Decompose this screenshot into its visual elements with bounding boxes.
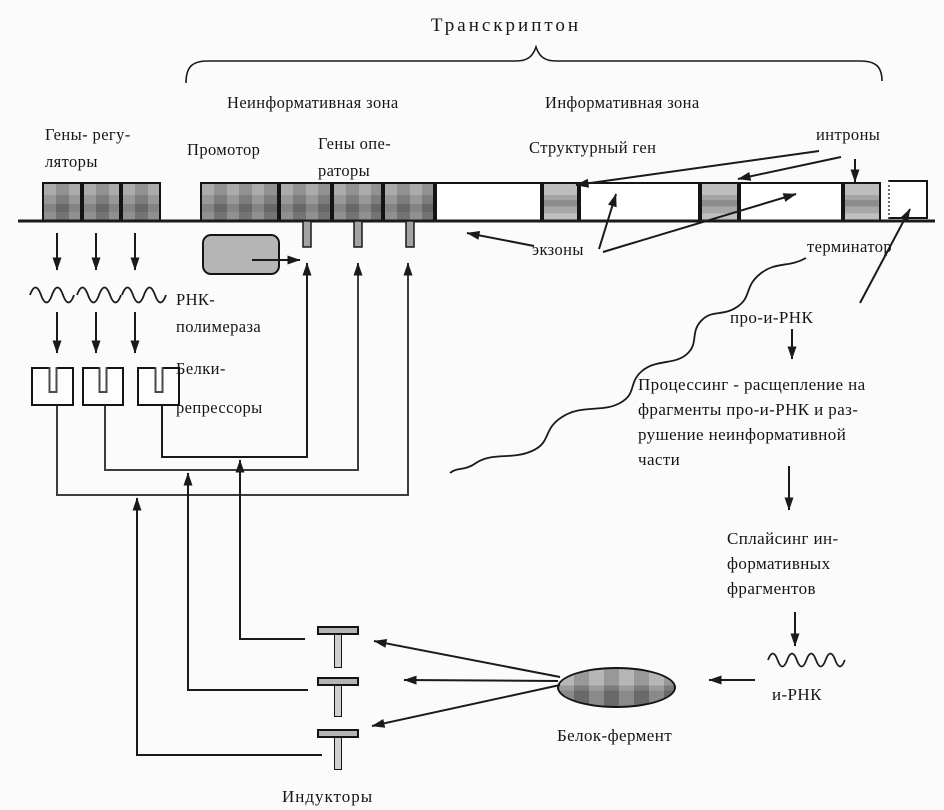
promoter-label: Промотор (187, 140, 261, 159)
exons-label: экзоны (532, 240, 584, 259)
intron-block-2 (700, 182, 739, 222)
diagram-title: Транскриптон (430, 15, 582, 36)
splicing-label: Сплайсинг ин- формативных фрагментов (727, 526, 839, 601)
operator-tick-2 (354, 221, 362, 247)
splicing-label-line2: формативных (727, 554, 831, 573)
operator-gene-block-1 (279, 182, 332, 222)
rna-polymerase-label-line1: РНК- (176, 290, 216, 309)
rna-polymerase-label-line2: полимераза (176, 317, 262, 336)
operator-gene-block-3 (383, 182, 435, 222)
introns-label: интроны (816, 125, 881, 144)
rna-squiggle-icon-3 (122, 288, 166, 303)
operator-tick-1 (303, 221, 311, 247)
processing-label-line4: части (638, 450, 681, 469)
processing-label: Процессинг - расщепление на фрагменты пр… (638, 372, 866, 472)
mrna-squiggle-icon (768, 654, 845, 667)
terminator-label: терминатор (807, 237, 893, 256)
rna-squiggle-icon-1 (30, 288, 74, 303)
intron-block-1 (542, 182, 579, 222)
rna-polymerase-shape (202, 234, 280, 275)
pro-mrna-label: про-и-РНК (730, 308, 814, 327)
regulator-genes-label-line2: ляторы (45, 152, 98, 171)
operator-genes-label-line2: раторы (318, 161, 371, 180)
inducer-shape-1-stem (334, 634, 342, 668)
regulator-gene-block-2 (82, 182, 121, 222)
inducer-shape-3-stem (334, 737, 342, 770)
intron-block-3 (843, 182, 881, 222)
repressor-protein-shape-1 (31, 367, 74, 406)
rna-squiggle-icons (30, 288, 166, 303)
regulator-gene-block-3 (121, 182, 161, 222)
repressor-protein-shape-2 (82, 367, 124, 406)
zone-label-noninformative: Неинформативная зона (227, 93, 399, 112)
regulator-gene-block-1 (42, 182, 82, 222)
exon-block-1 (435, 182, 542, 222)
regulator-genes-label: Гены- регу- ляторы (45, 121, 131, 175)
splicing-label-line1: Сплайсинг ин- (727, 529, 839, 548)
rna-polymerase-label: РНК- полимераза (176, 286, 261, 340)
processing-label-line3: рушение неинформативной (638, 425, 847, 444)
repressor-slot-3 (154, 367, 163, 393)
zone-label-informative: Информативная зона (545, 93, 700, 112)
splicing-label-line3: фрагментов (727, 579, 816, 598)
rna-to-repressor-arrows (52, 312, 140, 354)
inducers-label: Индукторы (282, 787, 374, 806)
processing-label-line1: Процессинг - расщепление на (638, 375, 866, 394)
exon-block-3 (739, 182, 843, 222)
repressor-proteins-label-line2: репрессоры (176, 398, 263, 417)
rna-squiggle-icon-2 (77, 288, 121, 303)
inducer-shape-2-stem (334, 685, 342, 717)
transcripton-brace (186, 47, 882, 83)
protein-enzyme-shape (557, 667, 676, 708)
operator-genes-label: Гены опе- раторы (318, 130, 391, 184)
terminator-block (888, 180, 928, 219)
repressor-protein-shape-3 (137, 367, 180, 406)
repressor-slot-2 (98, 367, 108, 393)
processing-label-line2: фрагменты про-и-РНК и раз- (638, 400, 859, 419)
regulator-genes-label-line1: Гены- регу- (45, 125, 131, 144)
repressor-slot-1 (48, 367, 57, 393)
structural-gene-label: Структурный ген (529, 138, 657, 157)
inducer-to-repressor-paths (132, 459, 322, 755)
exon-block-2 (579, 182, 700, 222)
regulator-to-rna-arrows (52, 233, 140, 271)
operator-tick-3 (406, 221, 414, 247)
protein-enzyme-label: Белок-фермент (557, 726, 673, 745)
promoter-block (200, 182, 279, 222)
enzyme-to-inducer-arrows (371, 638, 560, 728)
mrna-label: и-РНК (772, 685, 822, 704)
repressor-proteins-label-line1: Белки- (176, 359, 226, 378)
operator-tick-marks (303, 221, 414, 247)
operator-gene-block-2 (332, 182, 383, 222)
operator-genes-label-line1: Гены опе- (318, 134, 392, 153)
